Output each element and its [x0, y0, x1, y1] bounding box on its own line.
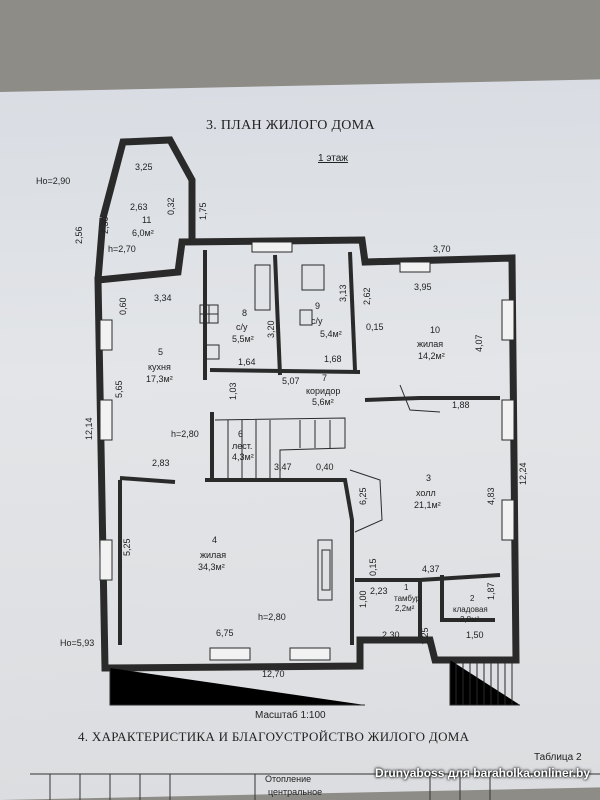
floor-label: 1 этаж [318, 153, 348, 164]
dim: 12,24 [518, 462, 528, 485]
dim: 2,30 [382, 630, 400, 640]
room-7-number: 7 [322, 373, 327, 383]
porch [109, 660, 520, 706]
dim: 1,75 [198, 202, 208, 220]
height-label-4: h=2,80 [258, 612, 286, 622]
dim: 0,32 [166, 197, 176, 215]
dim: 0,60 [118, 297, 128, 315]
dim: 1,64 [238, 357, 256, 367]
room-10-name: жилая [417, 339, 443, 349]
dim: 0,15 [366, 322, 384, 332]
room-5-name: кухня [148, 362, 171, 372]
room-9-number: 9 [315, 301, 320, 311]
dim: 3,20 [266, 320, 276, 338]
dim: 3,13 [338, 284, 348, 302]
room-3-area: 21,1м² [414, 500, 441, 510]
dim: 1,00 [358, 590, 368, 608]
dim: 5,65 [114, 380, 124, 398]
dim: 2,30 [100, 216, 110, 234]
section-title: 3. ПЛАН ЖИЛОГО ДОМА [206, 118, 375, 133]
room-3-name: холл [416, 488, 436, 498]
dim: 3,47 [274, 462, 292, 472]
room-labels: 11 6,0м² 8 с/у 5,5м² 9 с/у 5,4м² 10 жила… [132, 215, 488, 624]
dim: 0,40 [316, 462, 334, 472]
room-2-area: 2,8м² [460, 615, 480, 624]
room-6-number: 6 [238, 429, 243, 439]
dim: 12,14 [84, 417, 94, 440]
dim: 1,87 [486, 582, 496, 600]
dim: 0,15 [368, 558, 378, 576]
level-bottom-left: Но=5,93 [60, 638, 94, 648]
outer-walls [94, 136, 520, 672]
table-header-heating: Отопление [265, 774, 312, 784]
dim: 4,37 [422, 564, 440, 574]
dim: 2,83 [152, 458, 170, 468]
windows [99, 241, 515, 661]
dimension-labels: 3,25 2,63 0,32 2,56 2,30 1,75 3,70 3,34 … [74, 162, 528, 679]
scale-label: Масштаб 1:100 [255, 710, 326, 721]
room-4-number: 4 [212, 535, 217, 545]
dim: 3,70 [433, 244, 451, 254]
room-1-name: тамбур [394, 594, 421, 603]
fixtures [199, 264, 441, 601]
dim: 6,25 [358, 487, 368, 505]
room-2-number: 2 [470, 594, 475, 603]
room-9-area: 5,4м² [320, 329, 342, 339]
dim: 1,03 [228, 382, 238, 400]
dim: 4,07 [474, 334, 484, 352]
dim: 5,25 [122, 538, 132, 556]
height-labels: h=2,70 h=2,80 h=2,80 [108, 244, 286, 622]
section-4-title: 4. ХАРАКТЕРИСТИКА И БЛАГОУСТРОЙСТВО ЖИЛО… [78, 729, 470, 744]
room-9-name: с/у [311, 316, 323, 326]
room-10-number: 10 [430, 325, 440, 335]
dim: 6,75 [216, 628, 234, 638]
room-6-area: 4,3м² [232, 452, 254, 462]
dim: 3,95 [414, 282, 432, 292]
room-4-name: жилая [200, 550, 226, 560]
table-header-strip [30, 773, 600, 800]
room-1-number: 1 [404, 583, 409, 592]
table-label: Таблица 2 [534, 752, 582, 763]
room-7-area: 5,6м² [312, 397, 334, 407]
room-2-name: кладовая [453, 605, 488, 614]
dim: 3,34 [154, 293, 172, 303]
room-6-name: лест. [232, 441, 252, 451]
watermark: Drunyaboss для baraholka.onliner.by [375, 766, 590, 780]
room-10-area: 14,2м² [418, 351, 445, 361]
room-11-area: 6,0м² [132, 228, 154, 238]
room-1-area: 2,2м² [395, 604, 415, 613]
dim: 1,50 [466, 630, 484, 640]
room-8-area: 5,5м² [232, 334, 254, 344]
inner-walls [118, 250, 501, 645]
room-5-number: 5 [158, 347, 163, 357]
room-5-area: 17,3м² [146, 374, 173, 384]
dim: 12,70 [262, 669, 285, 679]
dim: 2,62 [362, 287, 372, 305]
dim: 2,63 [130, 202, 148, 212]
room-8-number: 8 [242, 308, 247, 318]
room-4-area: 34,3м² [198, 562, 225, 572]
table-header-central: центральное [268, 787, 323, 797]
room-7-name: коридор [306, 386, 340, 396]
dim: 2,56 [74, 226, 84, 244]
dim: 1,68 [324, 354, 342, 364]
dim: 1,25 [420, 627, 430, 645]
level-top-left: Но=2,90 [36, 176, 70, 186]
dim: 3,25 [135, 162, 153, 172]
room-3-number: 3 [426, 473, 431, 483]
stairs [214, 417, 383, 533]
height-label-5: h=2,80 [171, 429, 199, 439]
dim: 2,23 [370, 586, 388, 596]
room-11-number: 11 [142, 215, 151, 225]
room-8-name: с/у [236, 322, 248, 332]
dim: 1,88 [452, 400, 470, 410]
dim: 5,07 [282, 376, 300, 386]
height-label-11: h=2,70 [108, 244, 136, 254]
dim: 4,83 [486, 487, 496, 505]
